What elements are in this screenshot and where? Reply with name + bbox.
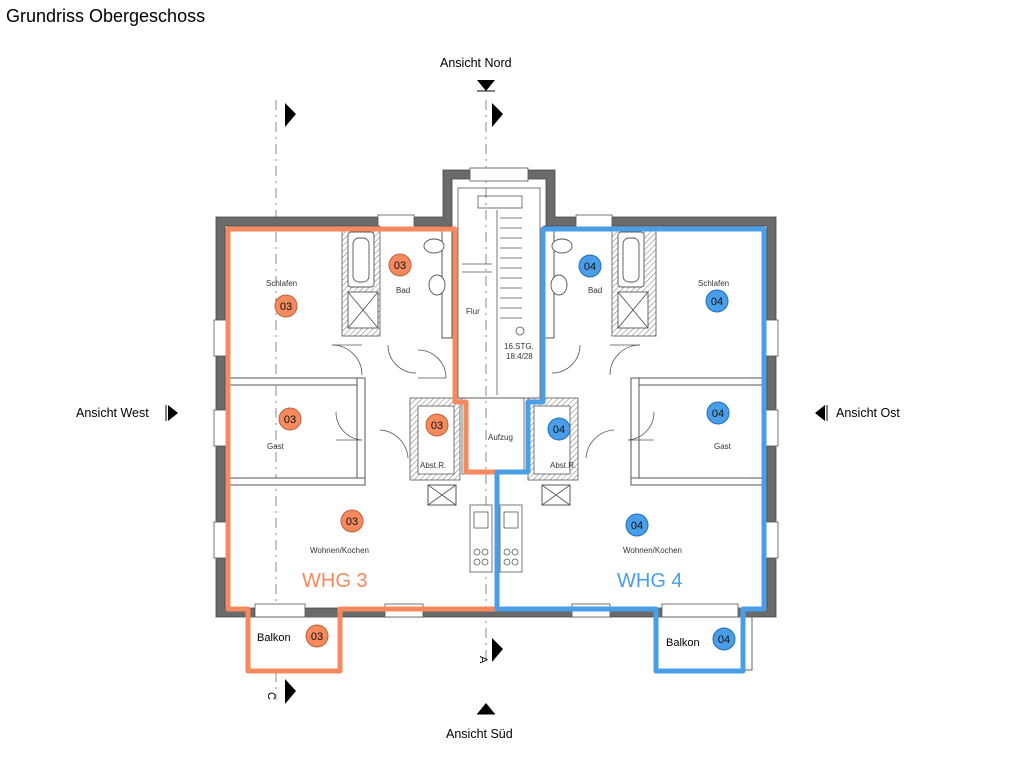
section-arrow-bottom-mid <box>492 638 503 662</box>
unit-name-whg4: WHG 4 <box>617 570 683 592</box>
room-label-gast-3: Gast <box>267 442 285 451</box>
badge-04-bad-text: 04 <box>584 261 596 273</box>
section-arrow-bottom-left <box>285 679 296 704</box>
room-label-schlafen-3: Schlafen <box>266 279 297 288</box>
stair-label-line2: 18.4/28 <box>506 352 533 361</box>
view-north-label: Ansicht Nord <box>440 56 512 70</box>
badge-04-schlafen-text: 04 <box>711 296 723 308</box>
badges-whg3: 03 03 03 03 03 03 <box>274 253 449 648</box>
badge-03-wohnen-text: 03 <box>346 516 358 528</box>
section-label-c: C <box>265 692 277 700</box>
view-arrow-south <box>477 703 495 714</box>
doors <box>331 344 655 459</box>
whg4-outline <box>494 226 767 674</box>
section-arrow-top-left <box>285 103 296 127</box>
room-label-flur: Flur <box>466 307 480 316</box>
badge-03-gast-text: 03 <box>284 414 296 426</box>
badge-03-balkon <box>305 624 329 648</box>
unit-name-whg3: WHG 3 <box>302 570 368 592</box>
badge-03-abstr <box>425 413 449 437</box>
badge-04-gast-text: 04 <box>712 408 724 420</box>
badge-03-balkon-text: 03 <box>311 631 323 643</box>
badge-04-wohnen-text: 04 <box>631 520 643 532</box>
badge-04-wohnen <box>625 513 649 537</box>
badge-03-wohnen <box>340 509 364 533</box>
section-label-a: A <box>477 656 489 664</box>
badge-04-bad <box>578 254 602 278</box>
room-label-schlafen-4: Schlafen <box>698 279 729 288</box>
badge-03-gast <box>278 407 302 431</box>
room-label-bad-4: Bad <box>588 286 602 295</box>
badge-04-schlafen <box>705 289 729 313</box>
stair <box>457 187 541 475</box>
badge-04-balkon <box>712 627 736 651</box>
view-west-label: Ansicht West <box>76 406 149 420</box>
badge-04-balkon-text: 04 <box>718 634 730 646</box>
badge-03-abstr-text: 03 <box>431 420 443 432</box>
view-arrow-north <box>477 80 495 91</box>
badge-03-bad <box>388 253 412 277</box>
room-label-abstr-4: Abst.R. <box>550 461 576 470</box>
interior-walls <box>224 225 768 506</box>
badges-whg4: 04 04 04 04 04 04 <box>547 254 736 651</box>
badge-04-gast <box>706 401 730 425</box>
room-label-abstr-3: Abst.R. <box>420 461 446 470</box>
view-south-label: Ansicht Süd <box>446 727 513 741</box>
room-label-wohnen-4: Wohnen/Kochen <box>623 546 682 555</box>
bath-fixtures <box>347 231 649 329</box>
badge-04-abstr <box>547 417 571 441</box>
section-arrow-top-mid <box>492 103 503 127</box>
stair-label-line1: 16.STG. <box>504 342 534 351</box>
badge-03-schlafen <box>274 294 298 318</box>
room-label-balkon-3: Balkon <box>257 632 291 644</box>
room-label-gast-4: Gast <box>714 442 732 451</box>
badge-03-schlafen-text: 03 <box>280 301 292 313</box>
room-label-aufzug: Aufzug <box>488 433 513 442</box>
view-east-label: Ansicht Ost <box>836 406 900 420</box>
badge-04-abstr-text: 04 <box>553 424 565 436</box>
room-label-wohnen-3: Wohnen/Kochen <box>310 546 369 555</box>
kitchen-units <box>469 504 523 573</box>
page-title: Grundriss Obergeschoss <box>6 6 206 26</box>
badge-03-bad-text: 03 <box>394 260 406 272</box>
room-labels: Schlafen Bad Gast Wohnen/Kochen Abst.R. … <box>257 279 732 649</box>
room-label-balkon-4: Balkon <box>666 637 700 649</box>
room-label-bad-3: Bad <box>396 286 410 295</box>
windows <box>213 167 779 618</box>
view-arrow-west <box>168 405 178 421</box>
view-arrow-east <box>815 405 825 421</box>
